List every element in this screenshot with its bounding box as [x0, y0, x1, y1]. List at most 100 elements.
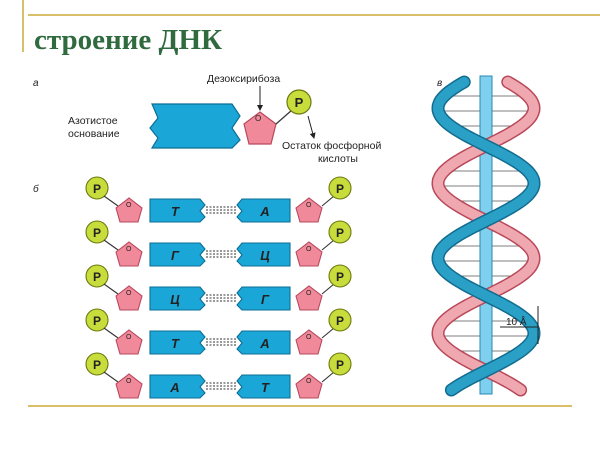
bond-right — [321, 327, 335, 339]
bond-left — [103, 327, 119, 339]
phosphate-left-letter: P — [93, 182, 101, 196]
phosphate-bond — [275, 109, 293, 125]
bond-right — [321, 371, 335, 383]
phosphate-right-letter: P — [336, 182, 344, 196]
bond-right — [321, 195, 335, 207]
helix-axis — [479, 75, 493, 395]
sugar-left — [115, 285, 143, 311]
sugar-right — [295, 285, 323, 311]
base-right-letter: А — [259, 204, 269, 219]
phosphate-right-letter: P — [336, 270, 344, 284]
base-right-letter: Т — [261, 380, 270, 395]
sugar-right — [295, 373, 323, 399]
ring-oxygen-left: O — [126, 378, 132, 385]
phosphate-right-letter: P — [336, 314, 344, 328]
sugar-left — [115, 197, 143, 223]
base-pair-row: P O Т А O P — [85, 308, 352, 355]
deoxyribose-ring — [243, 111, 277, 145]
base-left — [149, 330, 206, 355]
arrow-phosphate — [307, 115, 316, 139]
ring-oxygen-left: O — [126, 290, 132, 297]
base-right — [236, 330, 291, 355]
phosphate-right — [328, 308, 352, 332]
label-phosphate-line2: кислоты — [318, 153, 358, 165]
bond-left — [103, 371, 119, 383]
base-left — [149, 198, 206, 223]
sugar-left — [115, 329, 143, 355]
phosphate-right — [328, 176, 352, 200]
panel-label-c: в — [437, 78, 442, 89]
nitrogen-base-block — [149, 103, 241, 149]
base-pair-row: P O Ц Г O P — [85, 264, 352, 311]
base-left-letter: Ц — [170, 292, 180, 307]
helix-strand-blue — [432, 77, 540, 395]
bond-right — [321, 283, 335, 295]
bottom-rule — [28, 405, 572, 407]
base-left-letter: Т — [171, 336, 180, 351]
bond-left — [103, 195, 119, 207]
phosphate-right-letter: P — [336, 358, 344, 372]
panel-label-b: б — [33, 183, 39, 195]
base-right — [236, 374, 291, 399]
ring-oxygen-right: O — [306, 334, 312, 341]
label-deoxyribose: Дезоксирибоза — [207, 73, 280, 85]
base-right-letter: Г — [261, 292, 270, 307]
label-base-line1: Азотистое — [68, 115, 118, 127]
phosphate-letter: P — [295, 95, 304, 110]
phosphate-left — [85, 264, 109, 288]
sugar-left — [115, 373, 143, 399]
base-pair-row: P O А Т O P — [85, 352, 352, 399]
sugar-right — [295, 241, 323, 267]
bond-left — [103, 283, 119, 295]
ring-oxygen-right: O — [306, 246, 312, 253]
phosphate-left-letter: P — [93, 270, 101, 284]
bond-right — [321, 239, 335, 251]
phosphate-left — [85, 352, 109, 376]
left-rule — [22, 0, 24, 52]
ring-oxygen-label: O — [255, 114, 261, 123]
helix-strand-pink — [432, 77, 540, 395]
ring-oxygen-right: O — [306, 378, 312, 385]
phosphate-circle — [286, 89, 312, 115]
panel-label-a: а — [33, 78, 39, 89]
base-left — [149, 286, 206, 311]
base-left-letter: Т — [171, 204, 180, 219]
ring-oxygen-left: O — [126, 334, 132, 341]
slide-title: строение ДНК — [34, 24, 223, 56]
helix-pitch-label: 10 Å — [506, 315, 527, 328]
phosphate-left — [85, 176, 109, 200]
nucleotide-detail: O P Дезоксирибоза Азотистое основание Ос… — [68, 73, 381, 165]
base-right — [236, 242, 291, 267]
bond-left — [103, 239, 119, 251]
label-base-line2: основание — [68, 128, 120, 140]
base-right-letter: Ц — [260, 248, 270, 263]
base-pair-row: P O Г Ц O P — [85, 220, 352, 267]
sugar-left — [115, 241, 143, 267]
sugar-right — [295, 329, 323, 355]
base-right-letter: А — [259, 336, 269, 351]
ring-oxygen-left: O — [126, 246, 132, 253]
phosphate-right — [328, 220, 352, 244]
base-right — [236, 198, 291, 223]
ring-oxygen-right: O — [306, 290, 312, 297]
base-left-letter: Г — [171, 248, 180, 263]
double-helix: 10 Å — [431, 75, 541, 397]
phosphate-left-letter: P — [93, 314, 101, 328]
phosphate-right-letter: P — [336, 226, 344, 240]
base-left-letter: А — [169, 380, 179, 395]
label-phosphate-line1: Остаток фосфорной — [282, 140, 381, 152]
base-left — [149, 242, 206, 267]
phosphate-left — [85, 220, 109, 244]
sugar-right — [295, 197, 323, 223]
top-rule — [28, 14, 600, 16]
base-right — [236, 286, 291, 311]
base-left — [149, 374, 206, 399]
phosphate-right — [328, 264, 352, 288]
ring-oxygen-right: O — [306, 202, 312, 209]
phosphate-left-letter: P — [93, 358, 101, 372]
phosphate-left-letter: P — [93, 226, 101, 240]
